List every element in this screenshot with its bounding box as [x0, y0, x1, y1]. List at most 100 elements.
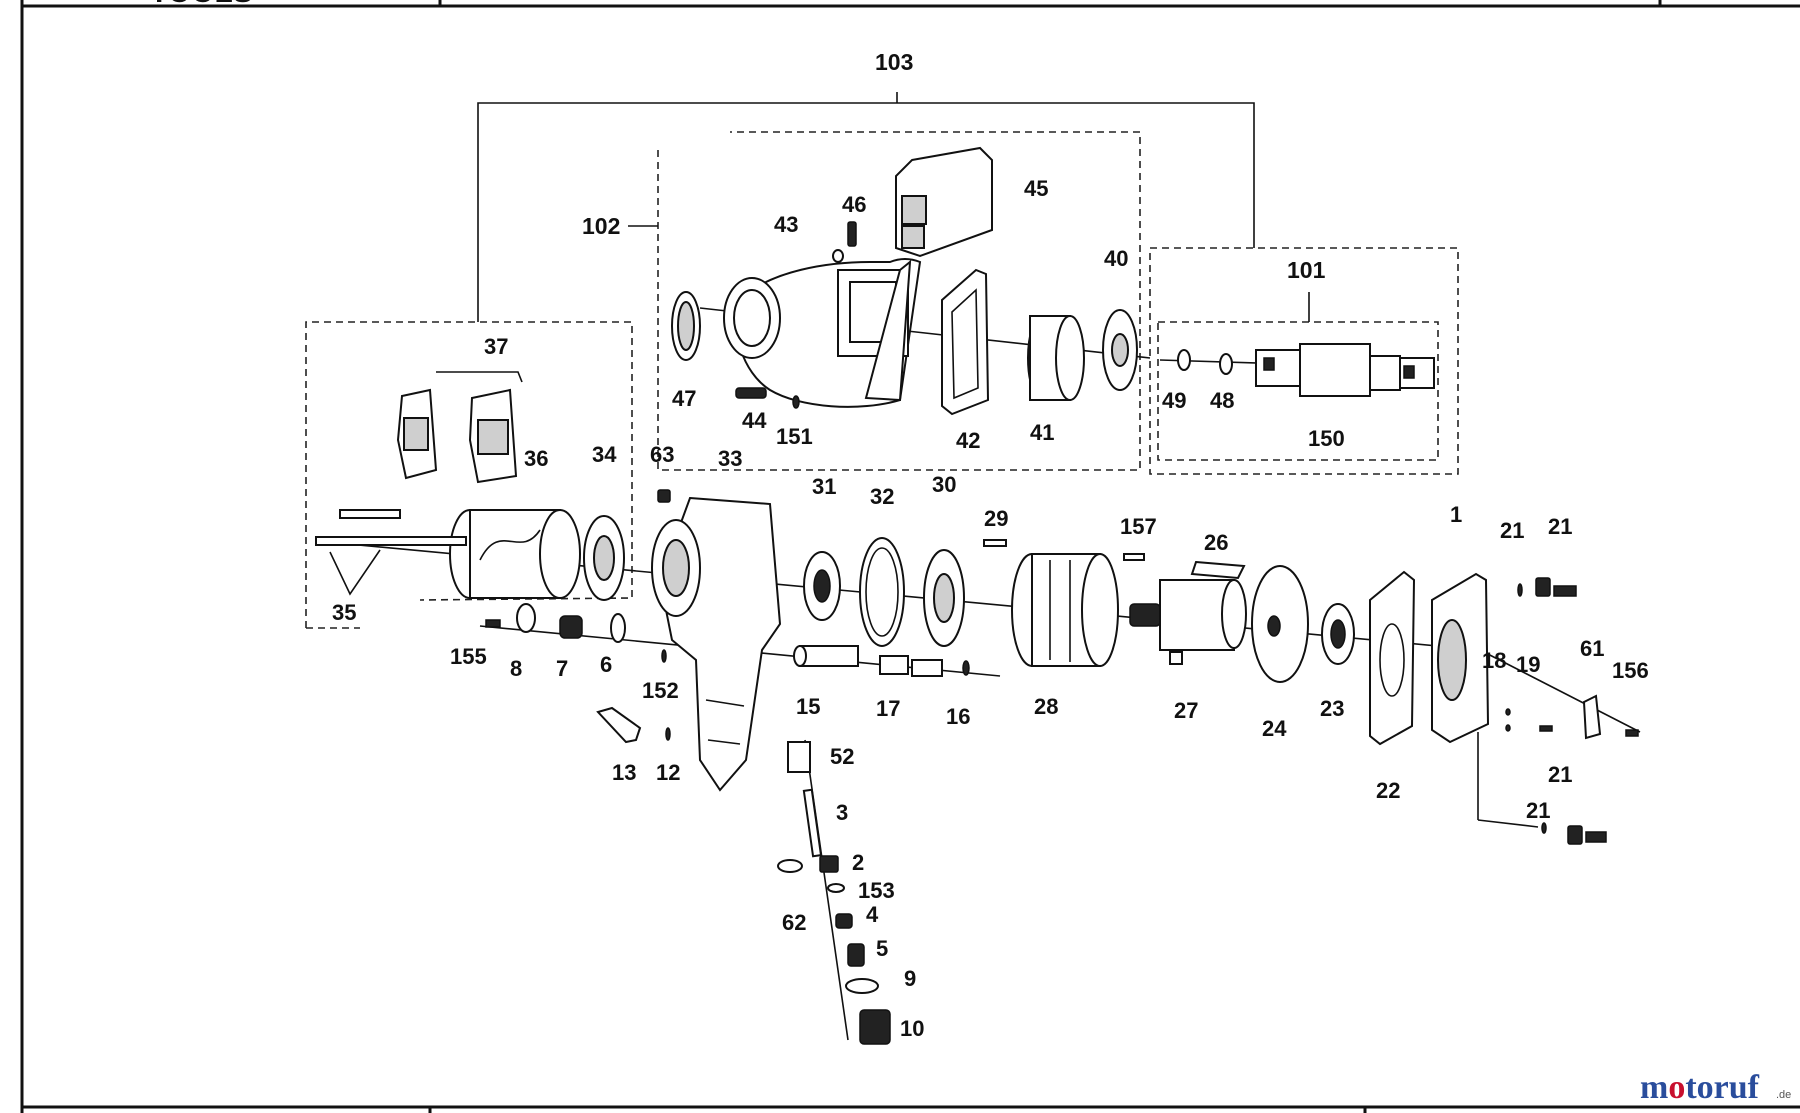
part-label-13: 13	[612, 760, 636, 785]
part-label-19: 19	[1516, 652, 1540, 677]
part-label-21d: 21	[1526, 798, 1550, 823]
header-title-fragment: TOOLS	[150, 0, 253, 9]
connector-part-52	[787, 741, 811, 773]
pin-part-18	[1505, 708, 1511, 732]
part-label-10: 10	[900, 1016, 924, 1041]
back-cap-part-1	[1431, 572, 1490, 744]
washer-part-40	[1102, 309, 1138, 391]
pin-part-152	[661, 649, 667, 663]
part-label-27: 27	[1174, 698, 1198, 723]
bolt-part-21-top	[1535, 577, 1577, 597]
rotor-part-27	[1129, 579, 1247, 665]
logo-letter-o: o	[1668, 1069, 1685, 1106]
logo-letter-m: m	[1640, 1069, 1668, 1106]
valve-part-17	[879, 655, 943, 677]
part-label-152: 152	[642, 678, 679, 703]
ring-part-6	[610, 613, 626, 643]
part-label-42: 42	[956, 428, 980, 453]
stem-part-3	[802, 788, 823, 858]
washer-part-62	[777, 859, 803, 873]
bearing-part-31	[803, 551, 841, 621]
gasket-part-22	[1369, 570, 1416, 746]
part-label-35: 35	[332, 600, 356, 625]
assembly-label-101: 101	[1287, 257, 1326, 283]
assembly-label-103: 103	[875, 49, 913, 75]
part-label-28: 28	[1034, 694, 1058, 719]
part-label-40: 40	[1104, 246, 1128, 271]
part-label-21c: 21	[1548, 762, 1572, 787]
leader-37	[436, 371, 523, 383]
plug-part-63	[657, 489, 671, 503]
bearing-part-23	[1321, 603, 1355, 665]
part-label-9: 9	[904, 966, 916, 991]
part-label-34: 34	[592, 442, 617, 467]
part-label-61: 61	[1580, 636, 1604, 661]
bolt-part-46	[832, 221, 857, 263]
part-label-150: 150	[1308, 426, 1345, 451]
spring-part-5	[847, 943, 865, 967]
knob-part-7	[559, 615, 583, 639]
screw-part-44	[735, 387, 767, 399]
part-label-22: 22	[1376, 778, 1400, 803]
part-label-18: 18	[1482, 648, 1506, 673]
anvil-part-150	[1255, 343, 1435, 397]
part-label-16: 16	[946, 704, 970, 729]
pin-part-151	[792, 395, 800, 409]
assembly-103-bracket	[477, 92, 1255, 322]
ring-part-153	[827, 883, 845, 893]
part-label-153: 153	[858, 878, 895, 903]
part-label-21b: 21	[1548, 514, 1572, 539]
screw-part-155	[485, 619, 501, 628]
end-plate-part-24	[1251, 565, 1309, 683]
seal-part-47	[671, 291, 701, 361]
part-label-63: 63	[650, 442, 674, 467]
pin-part-12	[665, 727, 671, 741]
part-label-155: 155	[450, 644, 487, 669]
part-label-33: 33	[718, 446, 742, 471]
cover-part-45	[895, 146, 993, 258]
hammer-part-37a	[396, 388, 438, 480]
part-label-48: 48	[1210, 388, 1234, 413]
part-label-46: 46	[842, 192, 866, 217]
motoruf-logo-text: motoruf	[1640, 1069, 1760, 1106]
assembly-101-outline	[1149, 247, 1459, 475]
part-labels: 103 102 101 1 2 3 4 5 6 7 8 9 10 12 13 1…	[332, 49, 1649, 1041]
pin-part-21-bottom	[1541, 822, 1547, 834]
part-label-157: 157	[1120, 514, 1157, 539]
part-label-30: 30	[932, 472, 956, 497]
part-label-29: 29	[984, 506, 1008, 531]
part-label-21a: 21	[1500, 518, 1524, 543]
sleeve-part-41	[1027, 315, 1085, 401]
drawing-frame	[20, 0, 1800, 1113]
pin-part-157	[1123, 553, 1145, 561]
pin-part-21-top	[1517, 583, 1523, 597]
ring-part-34	[583, 515, 625, 601]
ring-part-49	[1177, 349, 1191, 371]
cap-part-8	[516, 603, 536, 633]
part-label-52: 52	[830, 744, 854, 769]
bolt-part-21-bottom	[1567, 825, 1607, 845]
sleeve-part-15	[793, 645, 859, 667]
part-label-32: 32	[870, 484, 894, 509]
part-label-15: 15	[796, 694, 820, 719]
ring-part-4	[835, 913, 853, 929]
part-label-1: 1	[1450, 502, 1462, 527]
part-label-23: 23	[1320, 696, 1344, 721]
ring-part-48	[1219, 353, 1233, 375]
part-label-24: 24	[1262, 716, 1287, 741]
part-label-17: 17	[876, 696, 900, 721]
assembly-label-102: 102	[582, 213, 620, 239]
part-label-8: 8	[510, 656, 522, 681]
screw-part-156	[1625, 729, 1639, 737]
assembly-102-outline	[628, 131, 1141, 471]
part-label-47: 47	[672, 386, 696, 411]
inlet-part-10	[859, 1009, 891, 1045]
trigger-part-13	[596, 706, 642, 744]
housing-part-43	[723, 258, 922, 408]
part-label-62: 62	[782, 910, 806, 935]
part-label-7: 7	[556, 656, 568, 681]
hammer-part-37b	[468, 388, 518, 484]
part-label-156: 156	[1612, 658, 1649, 683]
plate-part-32	[859, 537, 905, 647]
motoruf-logo: motoruf .de	[1640, 1069, 1791, 1106]
